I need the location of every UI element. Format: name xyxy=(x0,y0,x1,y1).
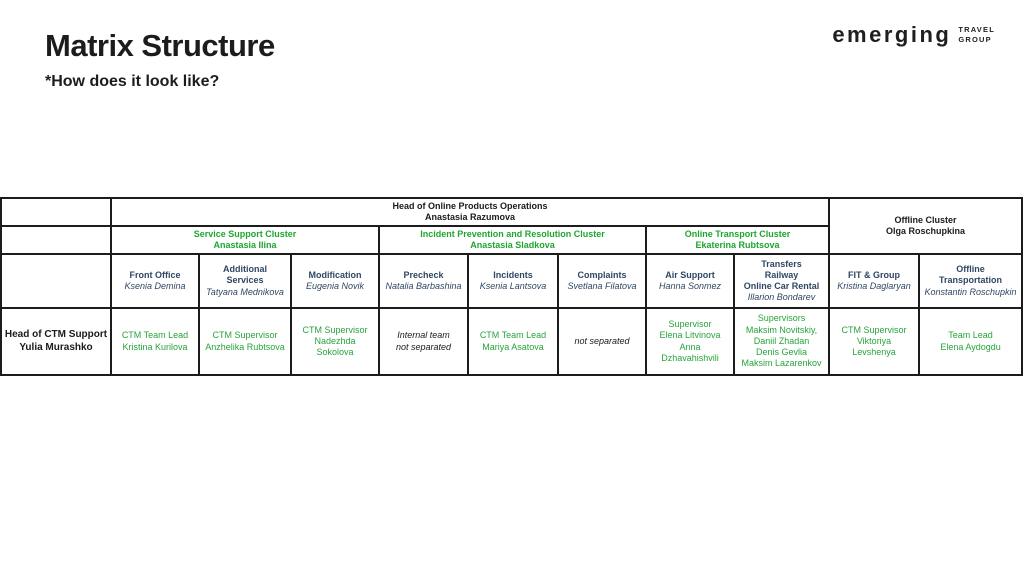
brand-logo: emerging TRAVEL GROUP xyxy=(832,24,995,46)
ctm-cell: Supervisors Maksim Novitskiy, Daniil Zha… xyxy=(732,307,831,376)
cell-dept-additional-services: Additional Services Tatyana Mednikova xyxy=(198,253,292,309)
dept-title: Offline Transportation xyxy=(939,264,1003,286)
dept-title: Transfers Railway Online Car Rental xyxy=(743,258,820,292)
row-online-head: Head of Online Products Operations Anast… xyxy=(0,197,1024,255)
cell-dept-front-office: Front Office Ksenia Demina xyxy=(110,253,200,309)
cell-dept-complaints: Complaints Svetlana Filatova xyxy=(557,253,647,309)
row-clusters: Service Support Cluster Anastasia Ilina … xyxy=(0,225,1022,255)
brand-wordmark: emerging xyxy=(832,22,952,47)
dept-title: Incidents xyxy=(493,269,533,280)
dept-title: Front Office xyxy=(129,269,181,280)
dept-title: Additional Services xyxy=(223,264,267,286)
dept-title: FIT & Group xyxy=(848,269,901,280)
cell-cluster-online-transport: Online Transport Cluster Ekaterina Rubts… xyxy=(644,225,831,255)
ctm-cell: CTM Supervisor Viktoriya Levshenya xyxy=(828,307,921,376)
cluster-name: Ekaterina Rubtsova xyxy=(695,240,780,250)
cluster-name: Anastasia Ilina xyxy=(213,240,277,250)
dept-name: Eugenia Novik xyxy=(305,281,365,291)
cluster-title: Online Transport Cluster xyxy=(684,228,791,239)
cell-dept-modification: Modification Eugenia Novik xyxy=(290,253,380,309)
cell-cluster-incident-prevention: Incident Prevention and Resolution Clust… xyxy=(378,225,647,255)
page-title: Matrix Structure xyxy=(45,28,275,63)
ctm-cell: CTM Supervisor Anzhelika Rubtsova xyxy=(198,307,292,376)
head-online-name: Anastasia Razumova xyxy=(424,212,516,222)
cell-dept-incidents: Incidents Ksenia Lantsova xyxy=(467,253,559,309)
empty-cell xyxy=(0,225,112,255)
empty-cell xyxy=(0,253,112,309)
dept-name: Hanna Sonmez xyxy=(658,281,722,291)
brand-tagline: TRAVEL GROUP xyxy=(958,24,995,44)
dept-title: Precheck xyxy=(403,269,444,280)
dept-name: Ksenia Lantsova xyxy=(479,281,547,291)
cell-ctm-row-header: Head of CTM Support Yulia Murashko xyxy=(0,307,112,376)
empty-corner-cell xyxy=(0,197,112,227)
ctm-role-text: Supervisors Maksim Novitskiy, Daniil Zha… xyxy=(741,313,822,369)
dept-title: Complaints xyxy=(577,269,627,280)
ctm-cell: not separated xyxy=(557,307,647,376)
cell-dept-transfers: Transfers Railway Online Car Rental Illa… xyxy=(732,253,831,309)
head-online-title: Head of Online Products Operations xyxy=(392,200,548,211)
org-matrix-table: Head of Online Products Operations Anast… xyxy=(0,197,1024,376)
ctm-role-text: Supervisor Elena Litvinova Anna Dzhavahi… xyxy=(659,319,721,363)
ctm-cell: Team Lead Elena Aydogdu xyxy=(918,307,1024,376)
ctm-cell: CTM Supervisor Nadezhda Sokolova xyxy=(290,307,380,376)
ctm-cell: CTM Team Lead Kristina Kurilova xyxy=(110,307,200,376)
ctm-role-text: CTM Team Lead Mariya Asatova xyxy=(479,330,547,352)
offline-cluster-title: Offline Cluster xyxy=(894,214,957,225)
dept-name: Konstantin Roschupkin xyxy=(924,286,1017,297)
ctm-cell: Supervisor Elena Litvinova Anna Dzhavahi… xyxy=(645,307,735,376)
dept-name: Natalia Barbashina xyxy=(385,281,462,291)
ctm-role-text: CTM Supervisor Anzhelika Rubtsova xyxy=(205,330,285,352)
cell-dept-offline-transportation: Offline Transportation Konstantin Roschu… xyxy=(918,253,1024,309)
dept-name: Illarion Bondarev xyxy=(747,292,816,303)
cluster-title: Incident Prevention and Resolution Clust… xyxy=(420,228,605,239)
ctm-row-header-text: Head of CTM Support Yulia Murashko xyxy=(4,329,108,353)
row-ctm-support: Head of CTM Support Yulia Murashko CTM T… xyxy=(0,307,1024,376)
cell-offline-cluster: Offline Cluster Olga Roschupkina xyxy=(828,197,1024,255)
cell-dept-precheck: Precheck Natalia Barbashina xyxy=(378,253,469,309)
cell-dept-fit-group: FIT & Group Kristina Daglaryan xyxy=(828,253,921,309)
dept-name: Svetlana Filatova xyxy=(567,281,637,291)
ctm-cell: Internal team not separated xyxy=(378,307,469,376)
dept-name: Kristina Daglaryan xyxy=(837,281,911,291)
ctm-role-text: Team Lead Elena Aydogdu xyxy=(940,330,1001,352)
page-subtitle: *How does it look like? xyxy=(45,73,220,90)
ctm-role-text: CTM Supervisor Nadezhda Sokolova xyxy=(302,324,368,358)
ctm-role-text: CTM Team Lead Kristina Kurilova xyxy=(121,330,189,352)
cell-dept-air-support: Air Support Hanna Sonmez xyxy=(645,253,735,309)
cluster-name: Anastasia Sladkova xyxy=(470,240,555,250)
dept-title: Air Support xyxy=(665,269,715,280)
offline-cluster-name: Olga Roschupkina xyxy=(886,226,966,236)
ctm-role-text: CTM Supervisor Viktoriya Levshenya xyxy=(841,324,907,358)
dept-title: Modification xyxy=(308,269,362,280)
cluster-title: Service Support Cluster xyxy=(193,228,297,239)
dept-name: Ksenia Demina xyxy=(124,281,186,291)
ctm-note-text: not separated xyxy=(574,335,630,346)
cell-cluster-service-support: Service Support Cluster Anastasia Ilina xyxy=(110,225,380,255)
dept-name: Tatyana Mednikova xyxy=(206,286,284,297)
row-departments: Front Office Ksenia Demina Additional Se… xyxy=(0,253,1024,309)
ctm-cell: CTM Team Lead Mariya Asatova xyxy=(467,307,559,376)
ctm-note-text: Internal team not separated xyxy=(395,330,452,352)
org-matrix-table-wrap: Head of Online Products Operations Anast… xyxy=(0,197,1024,376)
cell-head-online-products: Head of Online Products Operations Anast… xyxy=(109,197,831,227)
